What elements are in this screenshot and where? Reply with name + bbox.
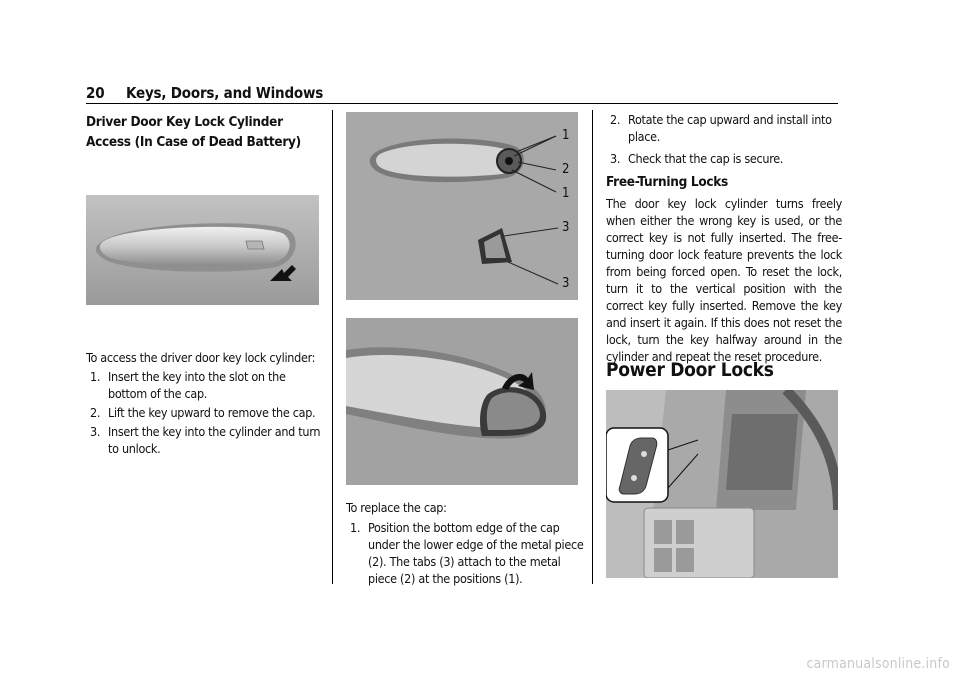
- list-item: 1.Insert the key into the slot on the bo…: [90, 369, 286, 401]
- replace-steps-list: 1.Position the bottom edge of the cap un…: [346, 519, 584, 587]
- free-turning-body: The door key lock cylinder turns freely …: [606, 196, 842, 364]
- column-divider-2: [592, 110, 593, 584]
- list-item: 3.Insert the key into the cylinder and t…: [90, 424, 321, 456]
- callout-label: 3: [562, 220, 570, 235]
- list-item: 2.Rotate the cap upward and install into…: [610, 112, 832, 144]
- section-heading-key-lock: Driver Door Key Lock Cylinder Access (In…: [86, 114, 301, 150]
- page-header: 20 Keys, Doors, and Windows: [86, 84, 323, 102]
- power-door-locks-heading: Power Door Locks: [606, 359, 774, 381]
- header-rule: [86, 103, 838, 104]
- power-lock-switch-figure: [606, 390, 838, 578]
- callout-label: 1: [562, 128, 570, 143]
- access-intro: To access the driver door key lock cylin…: [86, 350, 316, 365]
- cap-replace-figure: [346, 318, 578, 485]
- list-item: 3.Check that the cap is secure.: [610, 151, 784, 166]
- callout-label: 3: [562, 276, 570, 291]
- column-divider-1: [332, 110, 333, 584]
- page-number: 20: [86, 84, 105, 102]
- watermark: carmanualsonline.info: [806, 656, 950, 672]
- access-steps-list: 1.Insert the key into the slot on the bo…: [86, 368, 322, 457]
- list-item: 2.Lift the key upward to remove the cap.: [90, 405, 316, 420]
- continued-steps-list: 2.Rotate the cap upward and install into…: [606, 111, 840, 167]
- callout-label: 2: [562, 162, 570, 177]
- free-turning-heading: Free-Turning Locks: [606, 174, 728, 190]
- callout-label: 1: [562, 186, 570, 201]
- list-item: 1.Position the bottom edge of the cap un…: [350, 520, 584, 586]
- lock-cylinder-callout-figure: 1 2 1 3 3: [346, 112, 578, 300]
- door-handle-figure: [86, 195, 319, 305]
- section-title: Keys, Doors, and Windows: [126, 84, 324, 102]
- replace-intro: To replace the cap:: [346, 500, 447, 515]
